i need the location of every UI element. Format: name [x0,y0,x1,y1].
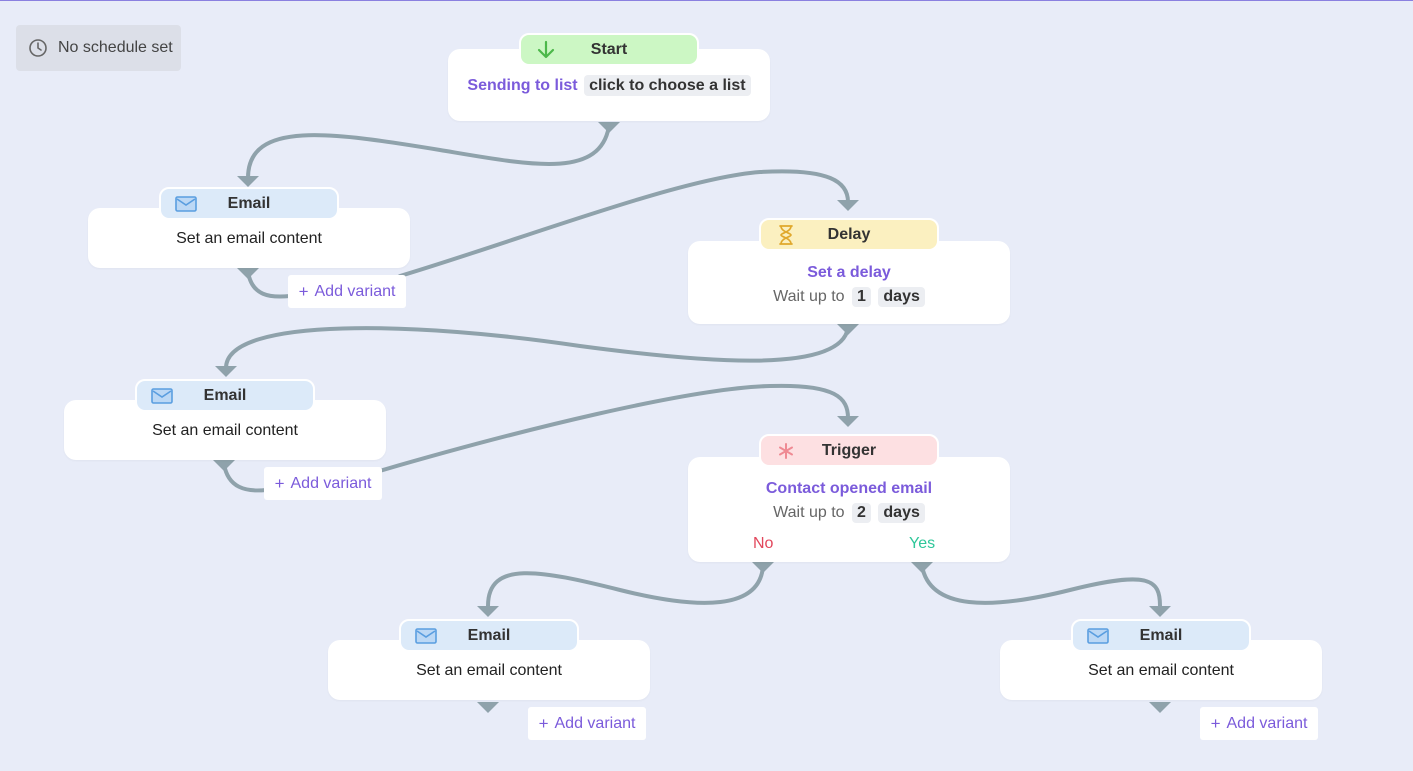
email-pill-2: Email [135,379,315,412]
email-content-label: Set an email content [416,662,562,679]
trigger-wait-label: Wait up to [773,504,845,521]
email-content-label: Set an email content [1088,662,1234,679]
top-border [0,0,1413,1]
arrowhead-trigger [837,416,859,427]
plus-icon: + [538,713,549,733]
socket-email1 [237,268,259,279]
plus-icon: + [298,281,309,301]
envelope-icon [1087,628,1109,644]
email-pill-yes: Email [1071,619,1251,652]
socket-trigger-yes [911,562,933,573]
branch-yes-label: Yes [909,535,936,552]
email-content-label: Set an email content [152,422,298,439]
add-variant-button[interactable]: + Add variant [1200,707,1318,740]
email-node-2[interactable]: Set an email content [64,400,386,460]
start-pill: Start [519,33,699,66]
arrowhead-email-no [477,606,499,617]
delay-unit-select[interactable]: days [878,287,925,307]
socket-email2 [213,460,235,471]
envelope-icon [415,628,437,644]
asterisk-icon [779,443,793,459]
email-content-label: Set an email content [176,230,322,247]
connector-email2-loop [222,462,268,493]
trigger-unit-select[interactable]: days [878,503,925,523]
socket-start [598,122,620,133]
delay-title: Set a delay [807,264,891,281]
email-pill-1: Email [159,187,339,220]
trigger-pill-label: Trigger [821,441,877,459]
envelope-icon [151,388,173,404]
add-variant-label: Add variant [314,282,396,300]
schedule-label: No schedule set [58,39,173,56]
schedule-button[interactable]: No schedule set [16,25,181,71]
email-pill-label: Email [227,194,271,212]
add-variant-label: Add variant [1226,714,1308,732]
start-pill-label: Start [590,40,628,58]
arrowhead-delay [837,200,859,211]
delay-wait-label: Wait up to [773,288,845,305]
clock-icon [29,39,47,57]
trigger-amount-input[interactable]: 2 [852,503,871,523]
arrowhead-email-yes [1149,606,1171,617]
email-pill-no: Email [399,619,579,652]
socket-email-no [477,702,499,713]
arrowhead-email2 [215,366,237,377]
delay-node[interactable]: Set a delay Wait up to 1 days [688,241,1010,324]
delay-pill-label: Delay [827,225,871,243]
hourglass-icon [779,225,793,245]
trigger-title: Contact opened email [765,480,933,497]
connector-trigger-yes [920,564,1162,608]
email-pill-label: Email [203,386,247,404]
arrow-down-icon [537,40,555,59]
email-pill-label: Email [1139,626,1183,644]
delay-amount-input[interactable]: 1 [852,287,871,307]
add-variant-button[interactable]: + Add variant [528,707,646,740]
plus-icon: + [274,473,285,493]
delay-pill: Delay [759,218,939,251]
connector-email1-loop [246,270,292,299]
envelope-icon [175,196,197,212]
socket-trigger-no [752,562,774,573]
add-variant-label: Add variant [554,714,636,732]
choose-list-button[interactable]: click to choose a list [584,75,751,96]
plus-icon: + [1210,713,1221,733]
socket-email-yes [1149,702,1171,713]
add-variant-button[interactable]: + Add variant [288,275,406,308]
connector-delay-to-email2 [224,326,850,370]
trigger-pill: Trigger [759,434,939,467]
connector-email2-to-trigger [374,383,850,474]
add-variant-button[interactable]: + Add variant [264,467,382,500]
sending-to-list-label: Sending to list [467,77,578,94]
connector-trigger-no [486,564,765,608]
connector-email1-to-delay [398,169,850,278]
add-variant-label: Add variant [290,474,372,492]
trigger-node[interactable]: Contact opened email Wait up to 2 days N… [688,457,1010,562]
connector-start-to-email1 [246,124,611,180]
branch-no-label: No [753,535,774,552]
email-pill-label: Email [467,626,511,644]
socket-delay [837,324,859,335]
arrowhead-email1 [237,176,259,187]
